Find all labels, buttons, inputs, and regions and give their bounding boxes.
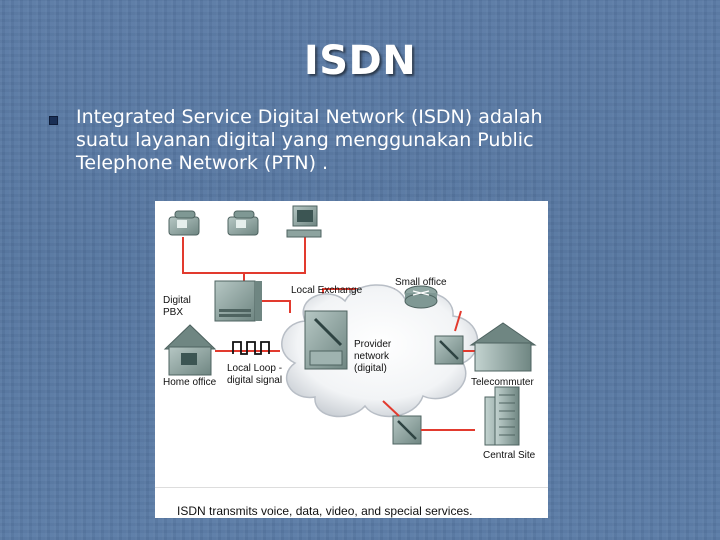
computer-icon (286, 205, 322, 238)
label-local-loop: Local Loop - digital signal (227, 363, 283, 386)
small-office-router-icon (404, 285, 438, 309)
network-diagram-svg (163, 205, 537, 446)
telephone-icon (227, 210, 259, 236)
isdn-network-diagram: Digital PBX Local Exchange Small office … (155, 201, 548, 518)
caption-bar (155, 487, 548, 518)
label-home-office: Home office (163, 377, 217, 388)
telephone-icon (168, 210, 200, 236)
provider-switch-icon (392, 415, 422, 445)
local-exchange-switch-icon (304, 310, 348, 370)
telecommuter-house-icon (469, 322, 537, 372)
central-site-building-icon (484, 386, 520, 446)
label-small-office: Small office (395, 277, 447, 288)
bullet-line-3: Telephone Network (PTN) . (76, 152, 329, 174)
home-office-house-icon (163, 324, 217, 376)
label-digital-pbx: Digital PBX (163, 295, 191, 318)
figure-caption: ISDN transmits voice, data, video, and s… (177, 504, 473, 518)
digital-signal-icon (232, 341, 270, 355)
label-local-exchange: Local Exchange (291, 285, 363, 296)
provider-switch-icon (434, 335, 464, 365)
bullet-line-2: suatu layanan digital yang menggunakan P… (76, 129, 534, 151)
label-central-site: Central Site (483, 450, 536, 461)
slide-title: ISDN (303, 38, 417, 84)
bullet-text: Integrated Service Digital Network (ISDN… (76, 106, 676, 175)
label-telecommuter: Telecommuter (471, 377, 534, 388)
bullet-line-1: Integrated Service Digital Network (ISDN… (76, 106, 543, 128)
phone-link (182, 237, 306, 274)
bullet-marker-icon (49, 116, 58, 125)
pbx-icon (214, 280, 262, 322)
label-provider-network: Provider network (digital) (354, 339, 392, 374)
